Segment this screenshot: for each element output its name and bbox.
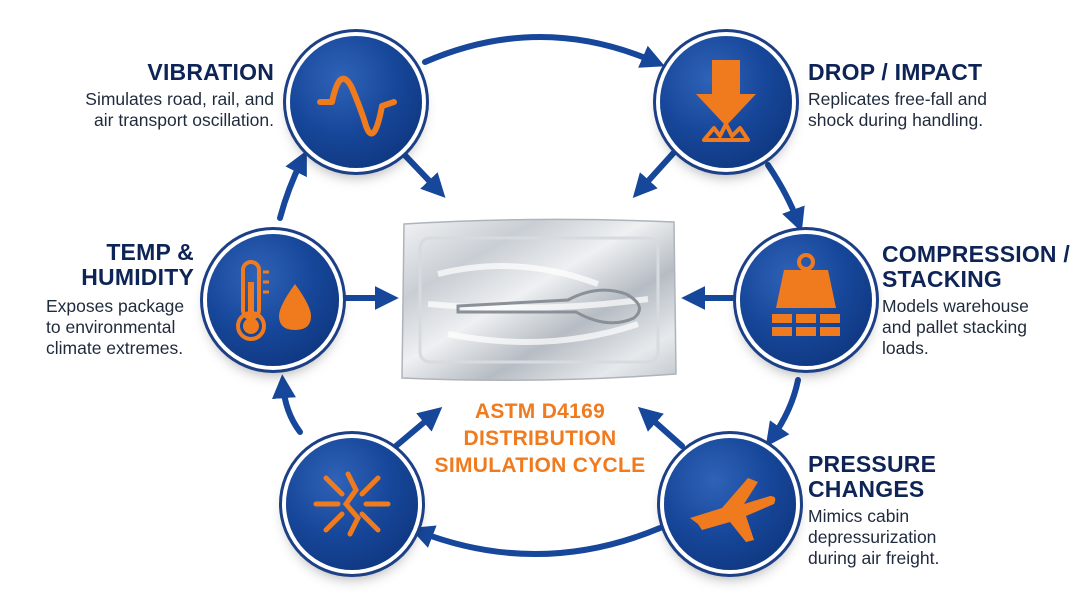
pressure-description: Mimics cabin depressurization during air… bbox=[808, 506, 1058, 569]
drop-impact-description: Replicates free-fall and shock during ha… bbox=[808, 89, 1048, 131]
arrow-pressure-to-shock bbox=[409, 525, 663, 557]
temp-humidity-label: TEMP & HUMIDITY bbox=[20, 240, 194, 290]
arrow-pressure-to-package bbox=[637, 406, 685, 449]
arrow-shock-to-package bbox=[393, 407, 443, 449]
vibration-description: Simulates road, rail, and air transport … bbox=[60, 89, 274, 131]
drop-desc-line2: shock during handling. bbox=[808, 110, 984, 130]
burst-icon bbox=[313, 471, 391, 537]
temp-desc-line1: Exposes package bbox=[46, 296, 185, 316]
cycle-title-line3: SIMULATION CYCLE bbox=[434, 454, 646, 477]
thermometer-droplet-icon bbox=[236, 260, 311, 341]
arrow-temp-to-vibration bbox=[277, 150, 307, 221]
temp-humidity-title: TEMP & HUMIDITY bbox=[20, 240, 194, 290]
vibration-desc-line2: air transport oscillation. bbox=[94, 110, 274, 130]
vibration-title: VIBRATION bbox=[147, 59, 274, 85]
vibration-label: VIBRATION Simulates road, rail, and air … bbox=[60, 60, 274, 131]
airplane-icon bbox=[690, 478, 776, 542]
compression-stacking-node bbox=[740, 234, 872, 366]
arrow-drop-to-package bbox=[632, 145, 681, 199]
temp-desc-line3: climate extremes. bbox=[46, 338, 184, 358]
pressure-desc-line3: during air freight. bbox=[808, 548, 940, 568]
temp-humidity-node bbox=[207, 234, 339, 366]
compression-description: Models warehouse and pallet stacking loa… bbox=[882, 296, 1072, 359]
temp-title-line2: HUMIDITY bbox=[81, 264, 194, 290]
compression-desc-line2: and pallet stacking bbox=[882, 317, 1027, 337]
pressure-desc-line2: depressurization bbox=[808, 527, 937, 547]
arrow-vibration-to-drop bbox=[422, 34, 665, 68]
arrow-vibration-to-package bbox=[395, 145, 446, 198]
compression-title-line1: COMPRESSION / bbox=[882, 241, 1070, 267]
temp-title-line1: TEMP & bbox=[106, 239, 194, 265]
compression-desc-line3: loads. bbox=[882, 338, 929, 358]
weight-stack-icon bbox=[772, 253, 840, 336]
down-arrow-impact-icon bbox=[696, 60, 756, 142]
compression-title: COMPRESSION / STACKING bbox=[882, 242, 1072, 292]
burst-node bbox=[286, 438, 418, 570]
temp-humidity-description: Exposes package to environmental climate… bbox=[46, 296, 206, 359]
vibration-desc-line1: Simulates road, rail, and bbox=[85, 89, 274, 109]
drop-impact-title: DROP / IMPACT bbox=[808, 59, 983, 85]
arrow-shock-to-temp bbox=[272, 374, 303, 435]
pressure-title: PRESSURE CHANGES bbox=[808, 451, 937, 502]
cycle-title-line1: ASTM D4169 bbox=[474, 400, 606, 423]
temp-desc-line2: to environmental bbox=[46, 317, 176, 337]
arrow-compression-to-pressure bbox=[765, 377, 801, 447]
drop-desc-line1: Replicates free-fall and bbox=[808, 89, 987, 109]
sealed-pouch-image bbox=[401, 218, 677, 381]
drop-impact-label: DROP / IMPACT Replicates free-fall and s… bbox=[808, 60, 1048, 131]
cycle-title-line2: DISTRIBUTION bbox=[463, 427, 617, 450]
arrow-drop-to-compression bbox=[765, 162, 805, 233]
compression-desc-line1: Models warehouse bbox=[882, 296, 1029, 316]
pressure-changes-node bbox=[664, 438, 796, 570]
vibration-node bbox=[290, 36, 422, 168]
pressure-desc-line1: Mimics cabin bbox=[808, 506, 910, 526]
cycle-title: ASTM D4169 DISTRIBUTION SIMULATION CYCLE bbox=[430, 398, 650, 479]
sine-wave-icon bbox=[317, 75, 397, 137]
pressure-changes-label: PRESSURE CHANGES Mimics cabin depressuri… bbox=[808, 452, 1058, 569]
drop-impact-node bbox=[660, 36, 792, 168]
compression-stacking-label: COMPRESSION / STACKING Models warehouse … bbox=[882, 242, 1072, 359]
compression-title-line2: STACKING bbox=[882, 266, 1003, 292]
